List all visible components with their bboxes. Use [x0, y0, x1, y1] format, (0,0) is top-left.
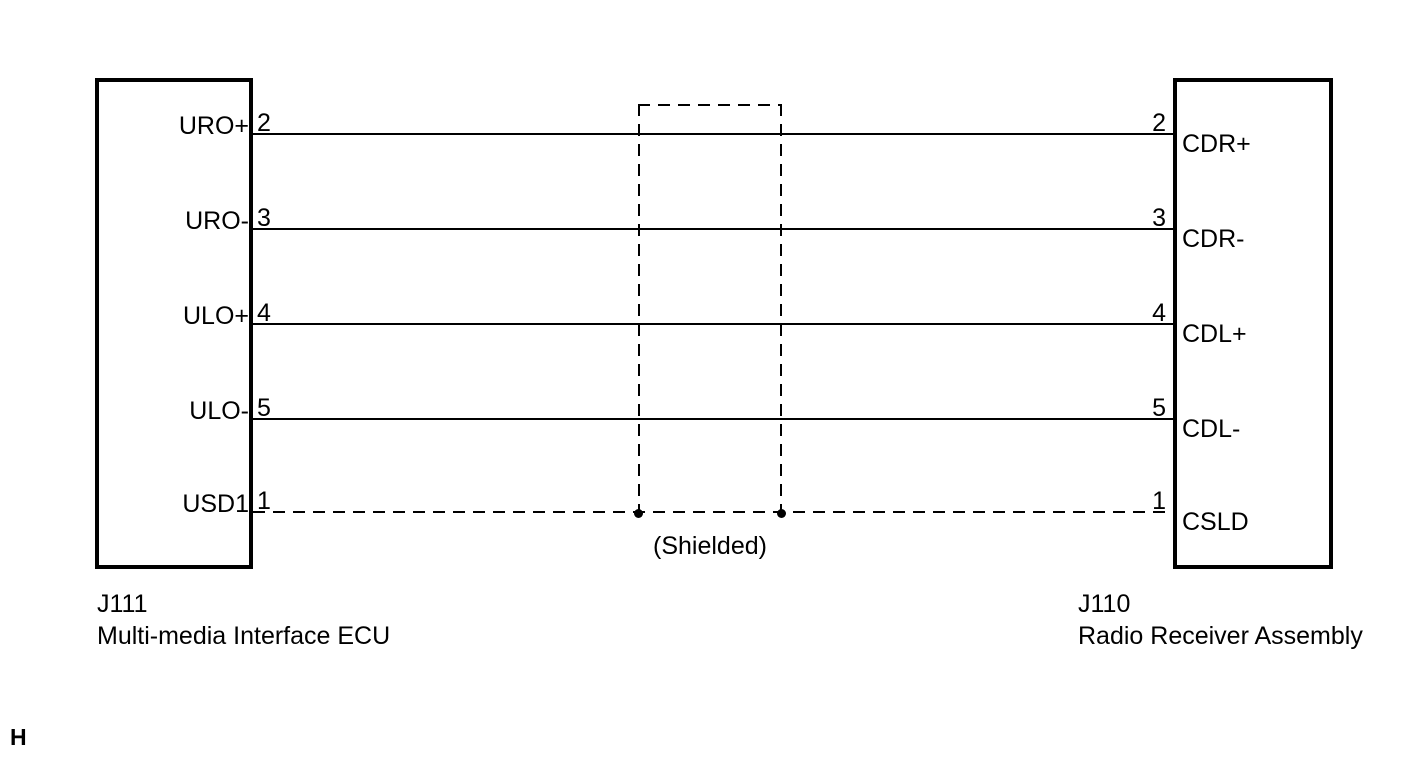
left-pin-label: URO+ [178, 112, 249, 140]
right-pin-number: 4 [1152, 299, 1166, 327]
shield-junction-dot [777, 509, 786, 518]
page-marker: H [10, 724, 27, 750]
right-connector-name: Radio Receiver Assembly [1078, 622, 1363, 650]
left-pin-number: 5 [257, 394, 271, 422]
right-pin-label: CDR- [1182, 225, 1245, 253]
left-pin-number: 1 [257, 487, 271, 515]
left-pin-label: USD1 [182, 490, 249, 518]
left-connector-code: J111 [97, 590, 148, 618]
left-pin-number: 4 [257, 299, 271, 327]
left-pin-number: 3 [257, 204, 271, 232]
right-pin-label: CDR+ [1182, 130, 1251, 158]
right-pin-number: 3 [1152, 204, 1166, 232]
shield-outline-right [780, 104, 782, 513]
shield-outline-left [638, 104, 640, 513]
wire-line [253, 133, 1173, 135]
right-pin-label: CDL+ [1182, 320, 1247, 348]
right-connector-code: J110 [1078, 590, 1131, 618]
right-pin-number: 2 [1152, 109, 1166, 137]
right-pin-label: CSLD [1182, 508, 1249, 536]
wire-line [253, 323, 1173, 325]
right-pin-number: 1 [1152, 487, 1166, 515]
left-pin-label: URO- [185, 207, 249, 235]
connector-box-left [95, 78, 253, 569]
left-connector-caption: J111 Multi-media Interface ECU [97, 588, 390, 652]
right-pin-label: CDL- [1182, 415, 1241, 443]
left-connector-name: Multi-media Interface ECU [97, 622, 391, 650]
right-pin-number: 5 [1152, 394, 1166, 422]
right-connector-caption: J110 Radio Receiver Assembly [1078, 588, 1363, 652]
left-pin-number: 2 [257, 109, 271, 137]
shield-junction-dot [634, 509, 643, 518]
wire-line [253, 418, 1173, 420]
left-pin-label: ULO+ [182, 302, 249, 330]
shield-wire-line [253, 511, 1173, 513]
connector-box-right [1173, 78, 1333, 569]
left-pin-label: ULO- [189, 397, 249, 425]
wire-line [253, 228, 1173, 230]
shield-label: (Shielded) [653, 532, 767, 560]
shield-outline-top [638, 104, 782, 106]
